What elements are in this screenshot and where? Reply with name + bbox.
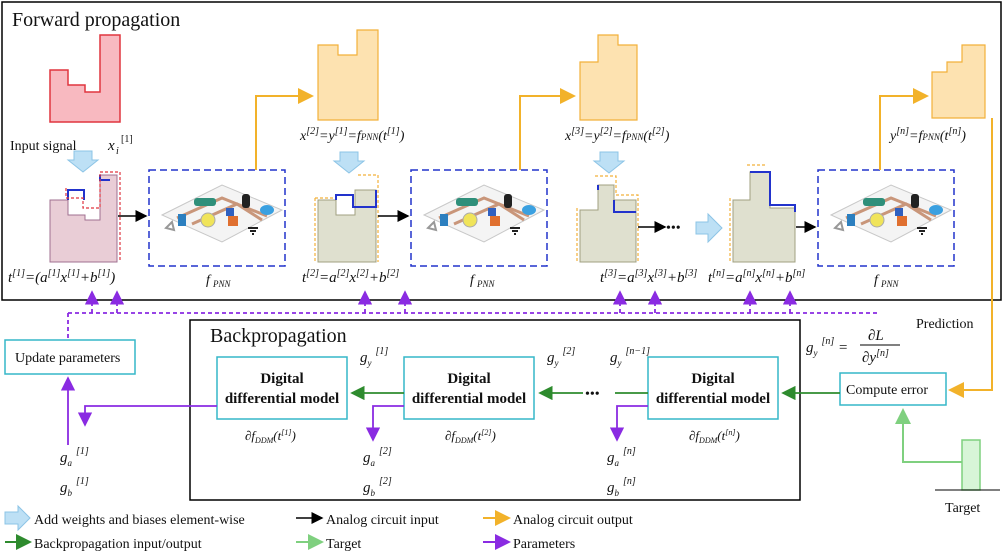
legend-add-weights: Add weights and biases element-wise [34,513,245,528]
input-signal-shape [49,34,121,123]
x1-sup: [1] [121,134,133,145]
update-parameters-label: Update parameters [15,351,120,366]
t3-signal-shape [579,184,637,263]
t2-equation: t[2]=a[2]x[2]+b[2] [302,268,399,286]
svg-text:f: f [874,273,880,288]
gy-n-formula: gy[n] = [806,336,848,358]
add-weights-arrow-n [695,212,723,244]
target-label: Target [945,501,980,516]
target-bar [961,439,981,491]
output-n-shape [931,44,986,119]
digital-model-1 [216,356,348,420]
x1-sub: i [116,146,119,157]
digital-model-n [647,356,779,420]
ga1: ga[1] [60,446,89,468]
svg-text:f: f [470,273,476,288]
forward-title: Forward propagation [12,9,180,31]
svg-text:PNN: PNN [212,279,232,289]
svg-text:Digital: Digital [260,371,303,387]
compute-error-box [839,372,947,406]
svg-text:PNN: PNN [880,279,900,289]
gan: ga[n] [607,446,636,468]
partial-2: ∂fDDM(t[2]) [445,428,496,445]
output-2-shape [317,29,379,121]
update-parameters-box [4,339,136,375]
svg-text:differential model: differential model [225,391,339,407]
t3-equation: t[3]=a[3]x[3]+b[3] [600,268,697,286]
gyn-1: gy[n−1] [610,346,650,368]
backprop-title: Backpropagation [210,325,347,347]
add-weights-arrow-1 [66,150,100,173]
partial-1: ∂fDDM(t[1]) [245,428,296,445]
output-3-shape [579,34,638,121]
gy2: gy[2] [547,346,575,368]
tn-equation: t[n]=a[n]x[n]+b[n] [708,268,805,286]
legend-parameters: Parameters [513,537,575,552]
svg-text:Digital: Digital [447,371,490,387]
legend-target: Target [326,537,361,552]
x2-equation: x[2]=y[1]=fPNN(t[1]) [299,126,405,144]
legend-add-weights-icon [4,504,31,532]
legend-bp-io: Backpropagation input/output [34,537,202,552]
svg-text:Digital: Digital [691,371,734,387]
legend-analog-input: Analog circuit input [326,513,439,528]
backprop-frame [189,319,801,501]
add-weights-arrow-2 [332,151,366,174]
fpnn-1: f [206,273,212,288]
x1-label: x [107,138,115,154]
forward-ellipsis: ••• [666,221,681,236]
forward-frame [1,1,1002,301]
svg-text:differential model: differential model [412,391,526,407]
gbn: gb[n] [607,476,636,498]
yn-equation: y[n]=fPNN(t[n]) [888,126,966,144]
x3-equation: x[3]=y[2]=fPNN(t[2]) [564,126,670,144]
partial-n: ∂fDDM(t[n]) [689,428,740,445]
add-weights-arrow-3 [592,151,626,174]
digital-model-2 [403,356,535,420]
ga2: ga[2] [363,446,392,468]
t2-signal-shape [317,189,377,263]
svg-text:∂y[n]: ∂y[n] [862,348,889,366]
tn-signal-shape [732,171,796,263]
backprop-ellipsis: ••• [585,387,600,402]
input-signal-label: Input signal [10,139,77,154]
gy1: gy[1] [360,346,388,368]
legend-analog-output: Analog circuit output [513,513,633,528]
compute-error-label: Compute error [846,383,928,398]
t1-signal-shape [49,174,118,263]
svg-text:PNN: PNN [476,279,496,289]
gb2: gb[2] [363,476,392,498]
svg-text:∂L: ∂L [868,328,884,344]
gb1: gb[1] [60,476,89,498]
t1-equation: t[1]=(a[1]x[1]+b[1]) [8,268,115,286]
svg-text:differential model: differential model [656,391,770,407]
prediction-label: Prediction [916,317,974,332]
